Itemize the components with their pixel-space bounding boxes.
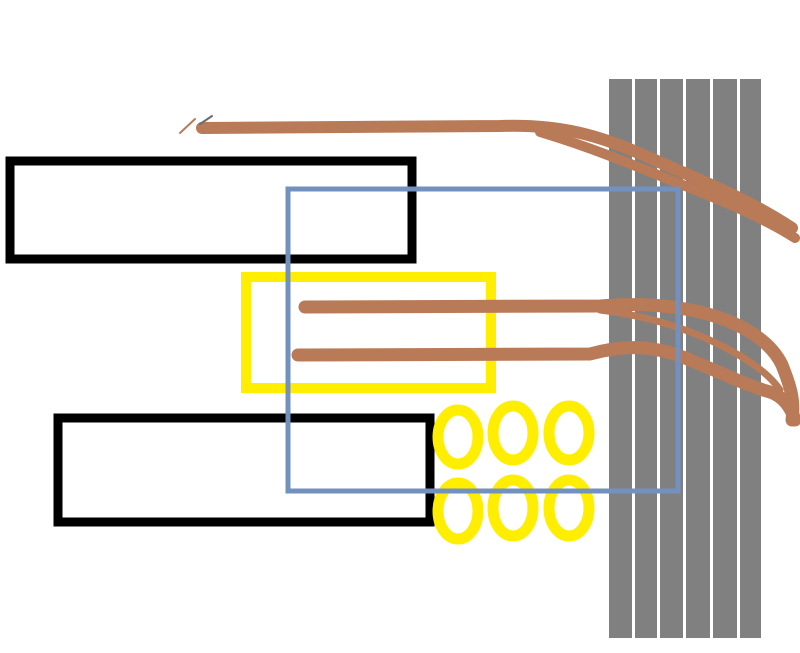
highlight-box bbox=[241, 272, 496, 393]
cable-middle-lower bbox=[291, 341, 800, 427]
ring bbox=[543, 400, 595, 466]
cable-strand bbox=[596, 306, 784, 394]
cable-top-frayed-end bbox=[199, 115, 213, 125]
column-bar bbox=[713, 79, 737, 638]
ring bbox=[487, 400, 539, 466]
cable-top-strand bbox=[535, 127, 800, 243]
cable-top bbox=[179, 115, 800, 243]
ring bbox=[432, 404, 484, 470]
cable-middle-upper bbox=[298, 298, 800, 427]
cable-pair bbox=[291, 298, 800, 427]
overlay-frame bbox=[285, 186, 681, 494]
ring bbox=[543, 474, 595, 542]
column-bar bbox=[635, 79, 657, 638]
column-bar bbox=[609, 79, 632, 638]
ring-grid bbox=[432, 400, 595, 545]
panel-lower bbox=[53, 413, 435, 527]
cable-top-line bbox=[196, 119, 798, 234]
cable-top-frayed-end bbox=[179, 118, 196, 134]
panel-upper bbox=[5, 156, 417, 264]
ring bbox=[432, 477, 484, 545]
ring bbox=[487, 474, 539, 542]
